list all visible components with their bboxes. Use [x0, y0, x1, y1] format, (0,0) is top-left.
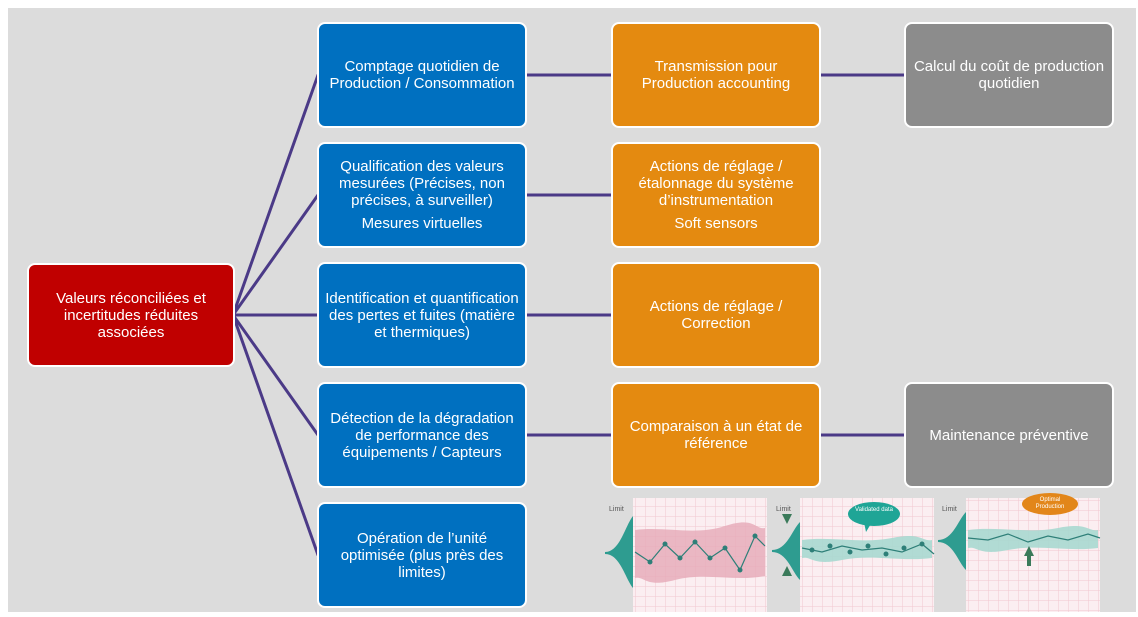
node-preventive-maintenance-label: Maintenance préventive — [929, 426, 1089, 444]
node-optimized-operation-label: Opération de l’unité optimisée (plus prè… — [340, 529, 504, 581]
node-loss-identification-label: Identification et quantification des per… — [325, 289, 519, 341]
node-calibration-actions-sub: Soft sensors — [674, 215, 758, 232]
limit-label-3: Limit — [942, 506, 957, 513]
illustration-optimal-production: Limit Optimal Production — [938, 490, 1106, 612]
node-cost-calculation: Calcul du coût de production quotidien — [904, 22, 1114, 128]
node-transmission: Transmission pour Production accounting — [611, 22, 821, 128]
node-value-qualification-sub: Mesures virtuelles — [361, 215, 483, 232]
illustration-validated-data: Limit Validated data — [772, 496, 937, 612]
node-transmission-label: Transmission pour Production accounting — [641, 58, 791, 92]
optimal-production-graphic — [938, 493, 1101, 612]
node-reference-comparison-label: Comparaison à un état de référence — [629, 418, 803, 452]
root-node: Valeurs réconciliées et incertitudes réd… — [27, 263, 235, 367]
node-calibration-actions-label: Actions de réglage / étalonnage du systè… — [638, 158, 794, 209]
raw-data-graphic — [605, 498, 767, 612]
node-daily-counting-label: Comptage quotidien de Production / Conso… — [329, 58, 515, 92]
node-reference-comparison: Comparaison à un état de référence — [611, 382, 821, 488]
optimal-production-bubble: Optimal Production — [1035, 497, 1065, 510]
validated-data-bubble: Validated data — [855, 507, 893, 513]
limit-label-2: Limit — [776, 506, 791, 513]
node-value-qualification-label: Qualification des valeurs mesurées (Préc… — [339, 158, 505, 209]
node-preventive-maintenance: Maintenance préventive — [904, 382, 1114, 488]
root-node-label: Valeurs réconciliées et incertitudes réd… — [56, 289, 206, 341]
node-degradation-detection: Détection de la dégradation de performan… — [317, 382, 527, 488]
node-daily-counting: Comptage quotidien de Production / Conso… — [317, 22, 527, 128]
node-value-qualification: Qualification des valeurs mesurées (Préc… — [317, 142, 527, 248]
illustration-raw-data: Limit — [605, 496, 770, 612]
limit-label-1: Limit — [609, 506, 624, 513]
node-optimized-operation: Opération de l’unité optimisée (plus prè… — [317, 502, 527, 608]
validated-data-graphic — [772, 498, 935, 612]
node-loss-identification: Identification et quantification des per… — [317, 262, 527, 368]
node-correction-actions-label: Actions de réglage / Correction — [649, 298, 783, 332]
node-correction-actions: Actions de réglage / Correction — [611, 262, 821, 368]
node-calibration-actions: Actions de réglage / étalonnage du systè… — [611, 142, 821, 248]
node-cost-calculation-label: Calcul du coût de production quotidien — [913, 58, 1105, 92]
node-degradation-detection-label: Détection de la dégradation de performan… — [330, 409, 514, 461]
